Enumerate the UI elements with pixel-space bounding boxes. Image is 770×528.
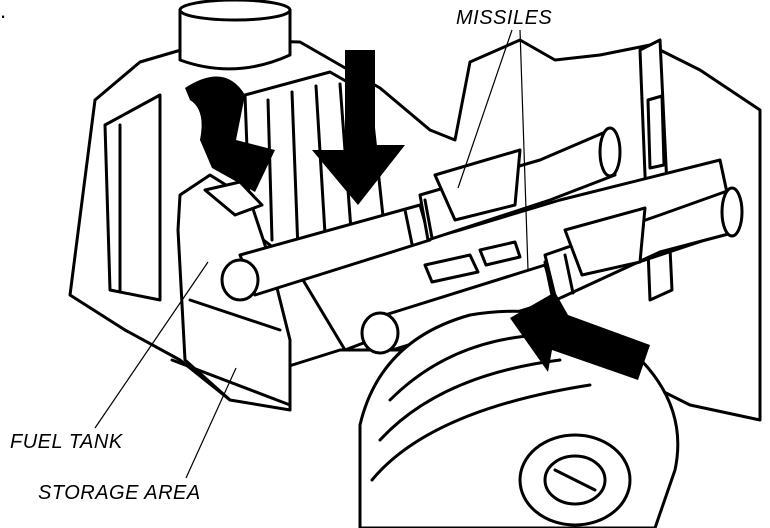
missiles-label: MISSILES [456,7,553,29]
rear-tower-top [178,0,292,22]
curved-arrow-icon [185,76,275,192]
diagonal-arrow-icon [510,292,650,380]
rear-tower [178,8,292,71]
down-arrow-icon [312,50,405,205]
storage-box-floor [170,358,292,407]
fuel-tank-handle [203,180,264,217]
leader-storage-area [185,367,237,479]
leader-missiles-2 [519,29,529,271]
engine-rib-1 [266,98,274,242]
step-marker: . [0,0,7,23]
leader-missiles-1 [457,29,513,189]
storage-area-label: STORAGE AREA [38,482,201,504]
hull-left-panel [103,93,162,302]
leader-fuel-tank [94,261,209,429]
rack-slot-1 [423,253,480,284]
engine-rib-3 [314,84,328,252]
rack-slot-2 [478,240,522,267]
fuel-tank-label: FUEL TANK [10,431,123,453]
missile-lower [360,186,744,355]
strut-post [646,94,666,170]
storage-box-front [188,298,282,332]
engine-rib-2 [290,90,300,252]
missile-upper [220,126,622,302]
